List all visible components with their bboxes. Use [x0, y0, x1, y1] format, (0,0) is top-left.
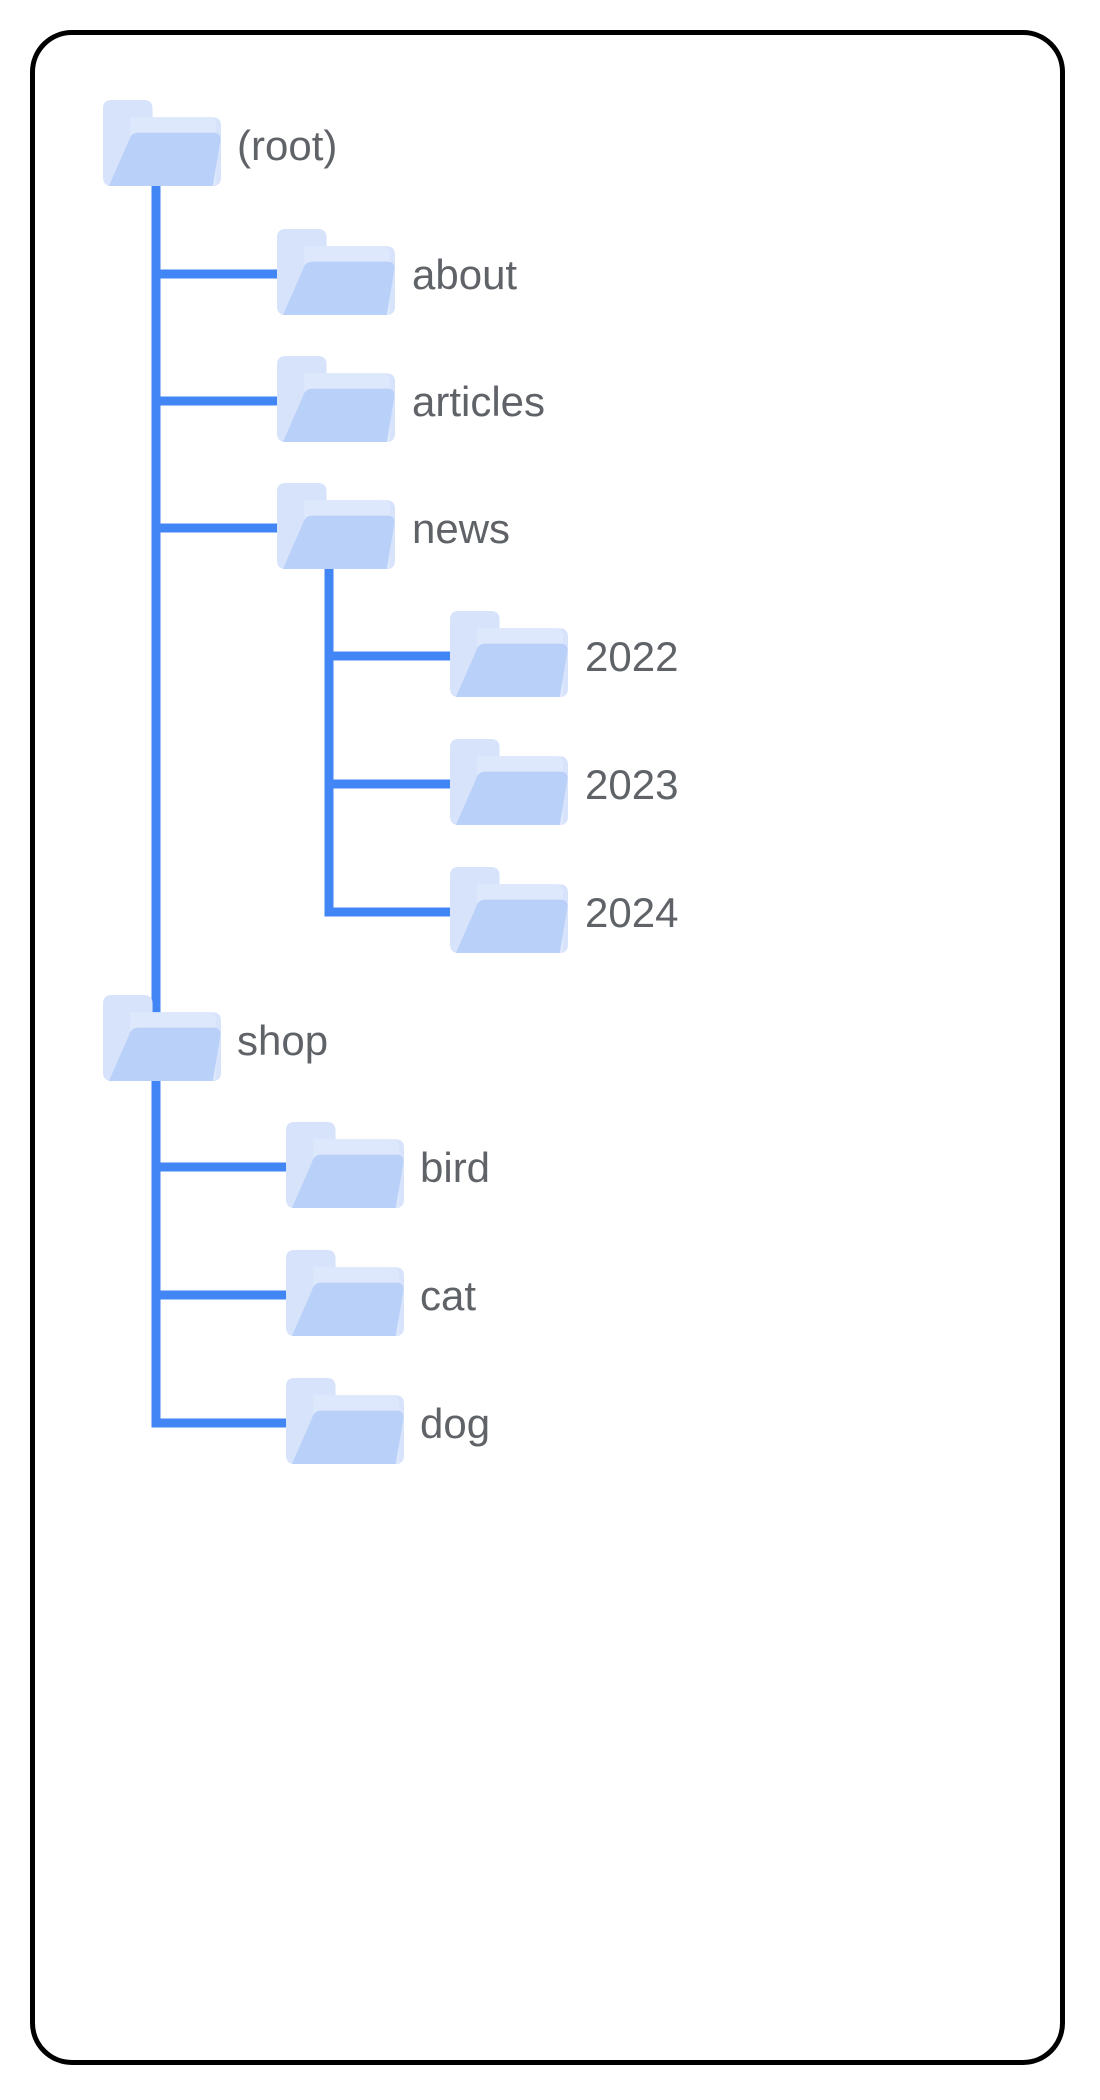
tree-connector	[151, 396, 290, 406]
tree-node[interactable]: dog	[286, 1378, 490, 1464]
folder-front-flap	[291, 1282, 404, 1336]
node-label: cat	[420, 1272, 476, 1319]
node-layer: (root) about articles news 2022 2023 2024 shop b…	[103, 100, 678, 1464]
folder-front-flap	[291, 1410, 404, 1464]
folder-icon[interactable]	[286, 1378, 404, 1464]
tree-node[interactable]: shop	[103, 995, 328, 1081]
folder-front-flap	[291, 1154, 404, 1208]
node-label: 2022	[585, 633, 678, 680]
connector-layer	[151, 175, 463, 1428]
node-label: dog	[420, 1400, 490, 1447]
node-label: (root)	[237, 122, 337, 169]
tree-connector	[324, 779, 463, 789]
folder-icon[interactable]	[277, 229, 395, 315]
tree-connector	[324, 558, 334, 912]
tree-connector	[151, 1070, 161, 1423]
node-label: 2023	[585, 761, 678, 808]
folder-front-flap	[455, 771, 568, 825]
folder-front-flap	[282, 261, 395, 315]
tree-connector	[151, 175, 161, 1410]
folder-front-flap	[455, 643, 568, 697]
tree-node[interactable]: news	[277, 483, 510, 569]
folder-icon[interactable]	[277, 483, 395, 569]
tree-node[interactable]: articles	[277, 356, 545, 442]
folder-icon[interactable]	[277, 356, 395, 442]
node-label: bird	[420, 1144, 490, 1191]
node-label: articles	[412, 378, 545, 425]
tree-connector	[151, 1418, 299, 1428]
tree-connector	[151, 269, 290, 279]
folder-icon[interactable]	[286, 1122, 404, 1208]
tree-node[interactable]: about	[277, 229, 517, 315]
folder-front-flap	[455, 899, 568, 953]
folder-icon[interactable]	[450, 739, 568, 825]
folder-front-flap	[108, 132, 221, 186]
folder-front-flap	[282, 515, 395, 569]
folder-icon[interactable]	[103, 995, 221, 1081]
node-label: about	[412, 251, 517, 298]
node-label: shop	[237, 1017, 328, 1064]
tree-connector	[324, 907, 463, 917]
tree-node[interactable]: 2024	[450, 867, 678, 953]
folder-front-flap	[108, 1027, 221, 1081]
tree-node[interactable]: bird	[286, 1122, 490, 1208]
node-label: news	[412, 505, 510, 552]
tree-node[interactable]: (root)	[103, 100, 337, 186]
tree-node[interactable]: 2022	[450, 611, 678, 697]
tree-connector	[151, 1162, 299, 1172]
folder-icon[interactable]	[450, 867, 568, 953]
tree-connector	[151, 523, 290, 533]
folder-front-flap	[282, 388, 395, 442]
folder-icon[interactable]	[286, 1250, 404, 1336]
tree-node[interactable]: cat	[286, 1250, 476, 1336]
tree-connector	[151, 1290, 299, 1300]
folder-icon[interactable]	[103, 100, 221, 186]
tree-node[interactable]: 2023	[450, 739, 678, 825]
tree-connector	[324, 651, 463, 661]
folder-icon[interactable]	[450, 611, 568, 697]
node-label: 2024	[585, 889, 678, 936]
